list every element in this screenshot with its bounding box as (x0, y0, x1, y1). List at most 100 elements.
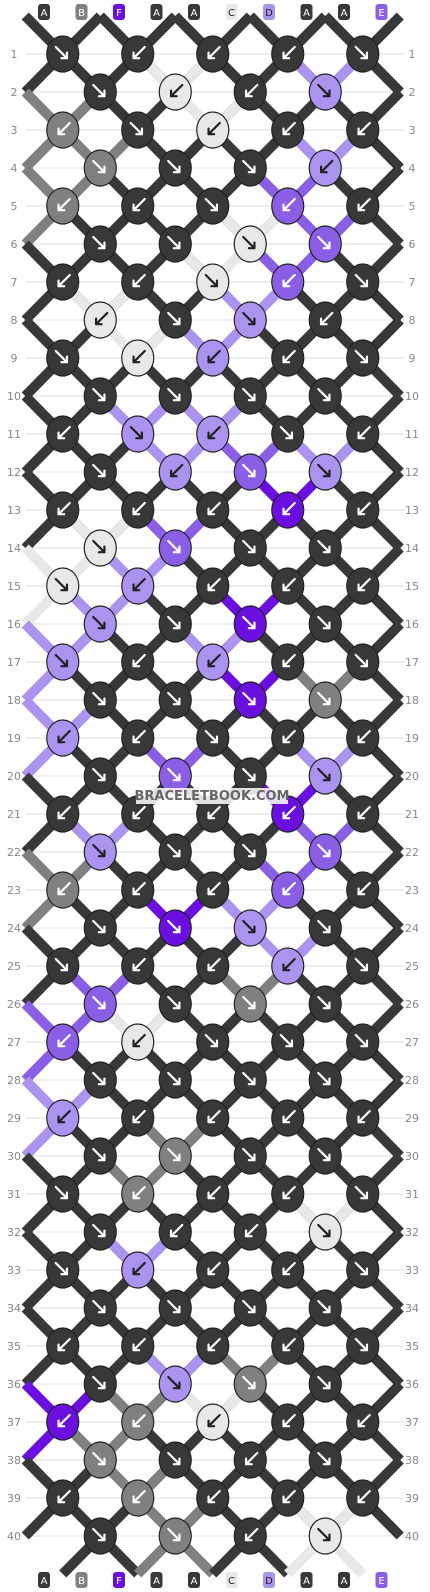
bottom-string-label: F (116, 1576, 122, 1587)
knot (83, 605, 117, 643)
arrow-down-left-icon (282, 273, 296, 288)
row-number-right: 38 (405, 1454, 419, 1467)
arrow-down-right-icon (354, 1261, 369, 1276)
knot (196, 567, 230, 605)
knot (196, 187, 230, 225)
knot (158, 985, 192, 1023)
arrow-down-left-icon (244, 1223, 259, 1238)
knot (308, 453, 342, 491)
top-string-label: A (303, 8, 310, 19)
knot (346, 1099, 380, 1137)
arrow-down-right-icon (317, 919, 331, 934)
knot (121, 111, 155, 149)
arrow-down-right-icon (242, 1299, 256, 1314)
row-number-right: 16 (405, 618, 419, 631)
knot (83, 225, 117, 263)
row-number-right: 34 (405, 1302, 419, 1315)
arrow-down-left-icon (57, 121, 71, 136)
knot (308, 1137, 342, 1175)
row-number-right: 6 (409, 238, 416, 251)
arrow-down-right-icon (92, 1299, 106, 1314)
knot (46, 795, 80, 833)
knot (346, 1251, 380, 1289)
knot (308, 985, 342, 1023)
row-number-right: 33 (405, 1264, 419, 1277)
arrow-down-left-icon (357, 425, 371, 440)
knot (83, 1365, 117, 1403)
knot (83, 377, 117, 415)
knot (308, 377, 342, 415)
knot (46, 719, 80, 757)
arrow-down-right-icon (242, 691, 256, 706)
arrow-down-left-icon (132, 805, 146, 820)
knot (233, 73, 267, 111)
knot (233, 909, 267, 947)
top-string-label: A (41, 8, 48, 19)
knot (83, 833, 117, 871)
row-number-left: 10 (7, 390, 21, 403)
knot (308, 301, 342, 339)
knot (83, 1517, 117, 1555)
arrow-down-right-icon (317, 1375, 331, 1390)
bottom-string-swatch (338, 1572, 350, 1588)
knot (308, 1441, 342, 1479)
bottom-string-swatch (75, 1572, 88, 1588)
knot (271, 339, 305, 377)
knot (233, 681, 267, 719)
knot (83, 985, 117, 1023)
knot (46, 263, 80, 301)
row-number-right: 30 (405, 1150, 419, 1163)
arrow-down-left-icon (57, 1413, 71, 1428)
arrow-down-left-icon (357, 1413, 371, 1428)
watermark: BRACELETBOOK.COM (135, 789, 290, 804)
row-number-left: 25 (7, 960, 21, 973)
row-number-right: 25 (405, 960, 419, 973)
arrow-down-right-icon (92, 387, 106, 402)
arrow-down-right-icon (92, 1527, 106, 1542)
knot (196, 1479, 230, 1517)
knot (158, 1137, 192, 1175)
arrow-down-right-icon (92, 463, 106, 478)
arrow-down-left-icon (132, 1033, 146, 1048)
arrow-down-right-icon (167, 235, 181, 250)
arrow-down-left-icon (282, 957, 296, 972)
top-string-swatch (75, 4, 88, 20)
arrow-down-left-icon (132, 1185, 146, 1200)
arrow-down-right-icon (317, 1299, 331, 1314)
arrow-down-left-icon (282, 729, 296, 744)
row-number-right: 36 (405, 1378, 419, 1391)
top-string-swatch (188, 4, 200, 20)
knot (346, 1327, 380, 1365)
arrow-down-left-icon (132, 1413, 146, 1428)
knot (46, 1023, 80, 1061)
knot (346, 491, 380, 529)
knot (83, 1137, 117, 1175)
knot (196, 35, 230, 73)
arrow-down-left-icon (207, 1261, 221, 1276)
arrow-down-right-icon (317, 1147, 331, 1162)
knot (46, 1479, 80, 1517)
knot (121, 263, 155, 301)
knot (308, 1517, 342, 1555)
arrow-down-right-icon (354, 1337, 369, 1352)
arrow-down-right-icon (317, 691, 331, 706)
arrow-down-left-icon (357, 1489, 371, 1504)
knot (121, 1099, 155, 1137)
bottom-string-label: D (265, 1576, 273, 1587)
row-number-left: 1 (11, 48, 18, 61)
row-number-right: 2 (409, 86, 416, 99)
arrow-down-left-icon (357, 881, 371, 896)
row-number-left: 29 (7, 1112, 21, 1125)
arrow-down-left-icon (207, 653, 221, 668)
row-number-left: 12 (7, 466, 21, 479)
row-number-left: 30 (7, 1150, 21, 1163)
knot (308, 681, 342, 719)
knot (233, 377, 267, 415)
arrow-down-right-icon (317, 615, 331, 630)
knot (158, 1061, 192, 1099)
arrow-down-left-icon (207, 1337, 221, 1352)
row-number-right: 20 (405, 770, 419, 783)
knot (308, 1365, 342, 1403)
knot (308, 833, 342, 871)
arrow-down-right-icon (167, 1071, 181, 1086)
